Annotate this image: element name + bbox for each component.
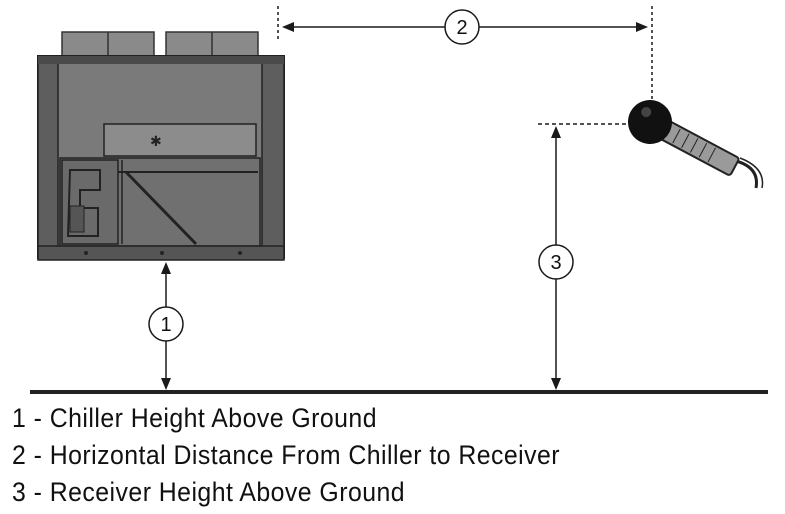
dimension-3: 3 — [538, 123, 628, 390]
legend-item-1: 1 - Chiller Height Above Ground — [12, 403, 377, 433]
callout-3-number: 3 — [550, 252, 561, 274]
callout-1-number: 1 — [160, 314, 171, 336]
svg-text:✱: ✱ — [150, 134, 162, 150]
callout-2-number: 2 — [456, 17, 467, 39]
dimension-1: 1 — [148, 262, 184, 390]
microphone-icon — [628, 100, 764, 189]
legend: 1 - Chiller Height Above Ground 2 - Hori… — [12, 400, 608, 511]
legend-item-3: 3 - Receiver Height Above Ground — [12, 477, 406, 507]
legend-item-2: 2 - Horizontal Distance From Chiller to … — [12, 440, 561, 470]
dimension-2: 2 — [277, 6, 653, 100]
chiller-icon: ✱ — [37, 31, 285, 261]
